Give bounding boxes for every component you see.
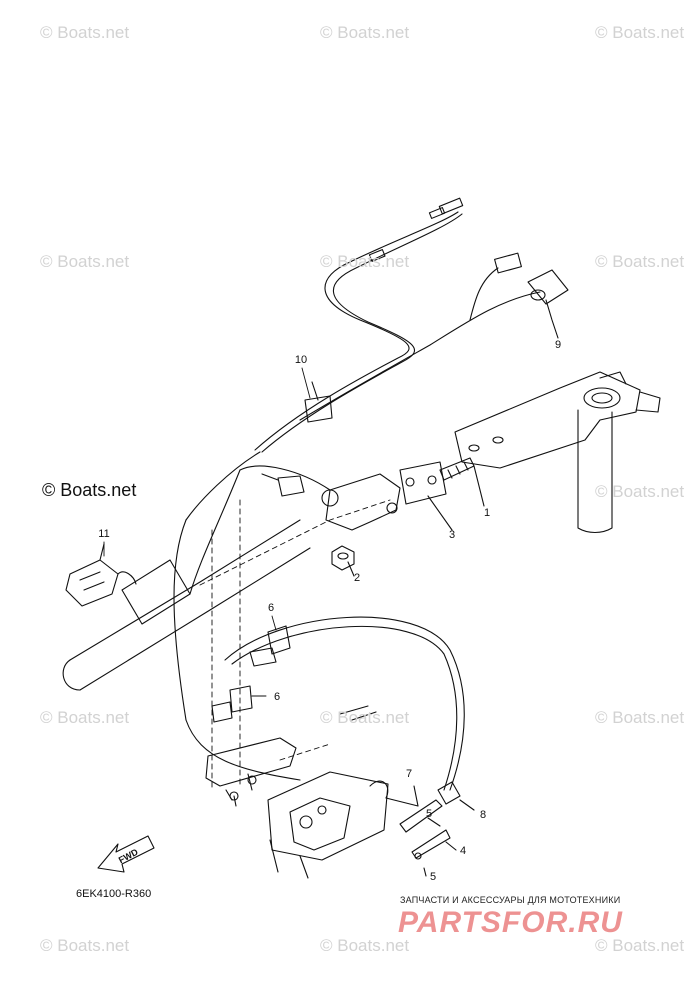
nut <box>331 545 355 577</box>
tiller-handle <box>62 451 311 721</box>
watermark: © Boats.net <box>320 23 410 42</box>
watermark: © Boats.net <box>40 252 130 271</box>
mounting-bracket <box>205 737 297 807</box>
callout-9[interactable]: 9 <box>554 339 562 351</box>
harness-clip <box>65 543 137 607</box>
watermark: © Boats.net <box>320 252 410 271</box>
neutral-switch-harness <box>299 252 569 421</box>
watermark: © Boats.net <box>40 23 130 42</box>
switch-assembly <box>267 705 419 879</box>
shop-tagline: ЗАПЧАСТИ И АКСЕССУАРЫ ДЛЯ МОТОТЕХНИКИ <box>400 895 621 905</box>
steering-bracket <box>454 371 661 534</box>
wire-clamp-lower <box>211 685 263 723</box>
control-cables <box>254 197 464 453</box>
watermark: © Boats.net <box>595 23 685 42</box>
cable-clamp <box>304 381 333 423</box>
callout-5[interactable]: 5 <box>425 808 433 820</box>
tiller-arm <box>239 465 401 531</box>
shift-rod-parts <box>399 781 475 877</box>
callout-10[interactable]: 10 <box>294 354 308 366</box>
watermark: © Boats.net <box>320 708 410 727</box>
wire-clamp-upper <box>249 625 291 667</box>
watermark: © Boats.net <box>40 936 130 955</box>
stud-bolt <box>439 457 485 507</box>
fwd-arrow <box>97 835 155 873</box>
watermark: © Boats.net <box>595 482 685 501</box>
callout-3[interactable]: 3 <box>448 529 456 541</box>
watermark: © Boats.net <box>320 936 410 955</box>
callout-2[interactable]: 2 <box>353 572 361 584</box>
callout-11[interactable]: 11 <box>98 528 110 540</box>
watermark: © Boats.net <box>595 252 685 271</box>
watermark: © Boats.net <box>40 708 130 727</box>
watermark: © Boats.net <box>595 936 685 955</box>
watermark-main: © Boats.net <box>42 480 137 500</box>
callout-8[interactable]: 8 <box>479 809 487 821</box>
leader-lines <box>103 367 311 697</box>
watermark: © Boats.net <box>595 708 685 727</box>
callout-5[interactable]: 5 <box>429 871 437 883</box>
callout-7[interactable]: 7 <box>405 768 413 780</box>
shop-logo: PARTSFOR.RU <box>398 906 623 939</box>
callout-6[interactable]: 6 <box>267 602 275 614</box>
callout-1[interactable]: 1 <box>483 507 491 519</box>
callout-6[interactable]: 6 <box>273 691 281 703</box>
drawing-code: 6EK4100-R360 <box>76 888 152 900</box>
callout-4[interactable]: 4 <box>459 845 467 857</box>
spacer-plate <box>399 461 453 531</box>
guide-lines <box>199 499 391 791</box>
lower-cable-loop <box>185 616 465 791</box>
